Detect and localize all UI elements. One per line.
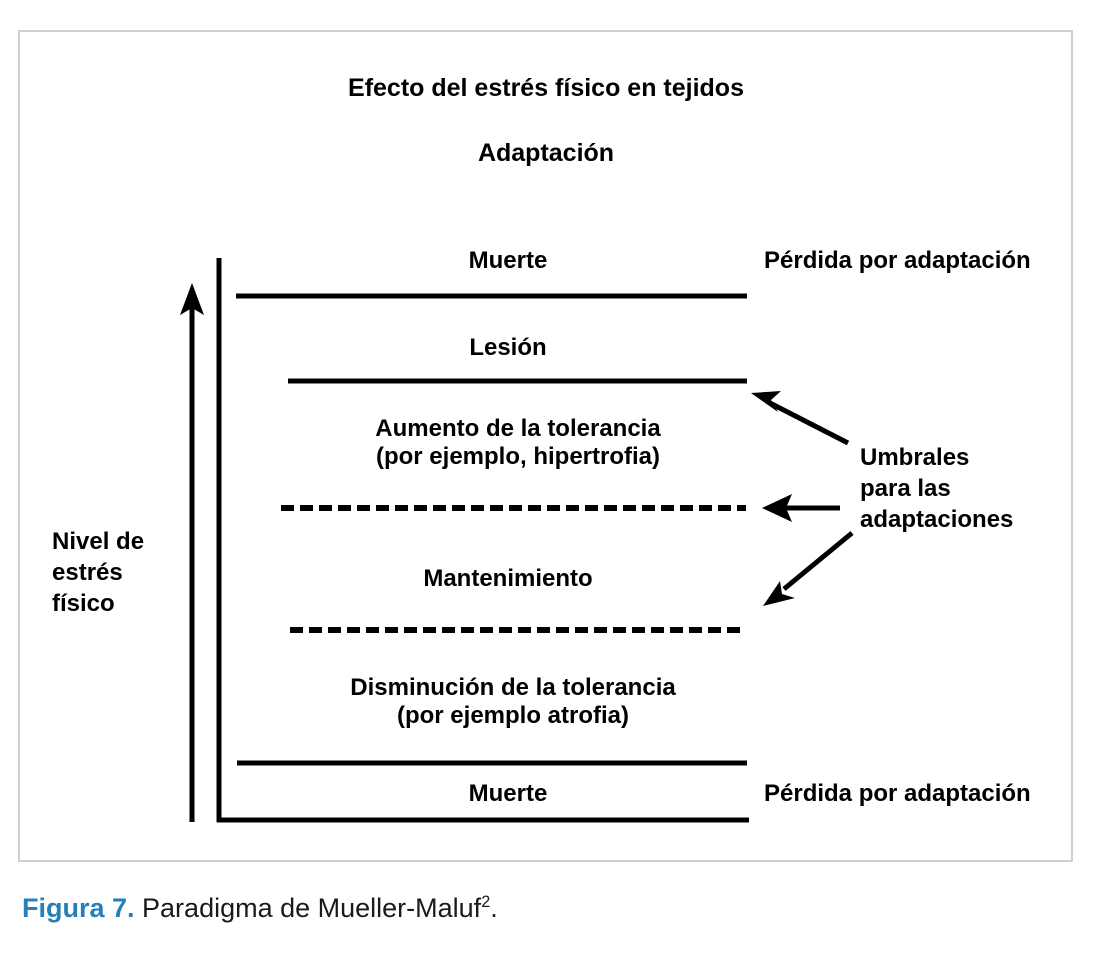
thresholds-annotation-label: Umbrales para las adaptaciones	[860, 444, 1014, 534]
zone-label-mantenimiento: Mantenimiento	[423, 565, 593, 592]
page-title: Efecto del estrés físico en tejidos	[348, 74, 744, 102]
zone-label-disminucion-tolerancia: Disminución de la tolerancia (por ejempl…	[350, 674, 676, 730]
y-axis-label: Nivel de estrés físico	[52, 528, 145, 618]
figure-caption-text: Paradigma de Mueller-Maluf	[134, 893, 482, 923]
zone-label-muerte-top: Muerte	[468, 247, 548, 274]
caption-period: .	[490, 893, 498, 923]
side-label-perdida-top: Pérdida por adaptación	[764, 247, 1031, 274]
zone-label-lesion: Lesión	[469, 334, 547, 361]
side-label-perdida-bottom: Pérdida por adaptación	[764, 780, 1031, 807]
citation-superscript: 2	[481, 893, 491, 911]
zone-label-aumento-tolerancia: Aumento de la tolerancia (por ejemplo, h…	[375, 415, 661, 471]
subtitle: Adaptación	[477, 139, 615, 167]
figure-caption: Figura 7. Paradigma de Mueller-Maluf2.	[22, 893, 498, 924]
zone-label-muerte-bottom: Muerte	[468, 780, 548, 807]
figure-number: Figura 7.	[22, 893, 135, 923]
